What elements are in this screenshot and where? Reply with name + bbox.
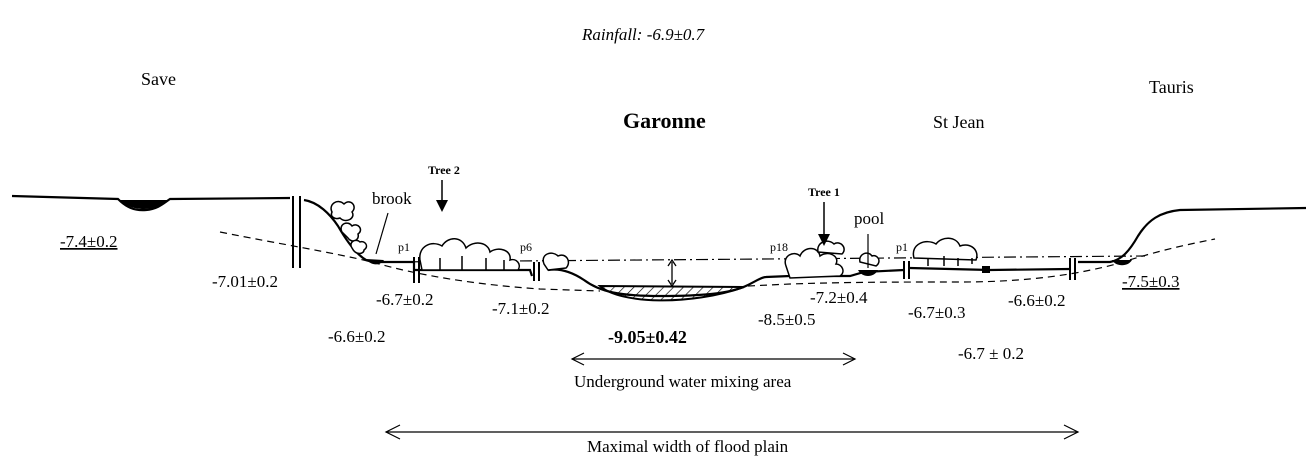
ground-surface-line: [11, 194, 1307, 298]
mixing-area-arrow-left-head: [570, 352, 585, 366]
piezometer-p6: p6: [520, 240, 532, 254]
depth-indicator-head-down: [667, 279, 677, 288]
save-channel: [120, 200, 168, 209]
brook-channel: [366, 259, 384, 265]
value-left-slope: -7.01±0.2: [212, 272, 278, 291]
save-river-label: Save: [141, 69, 176, 89]
mixing-area-label: Underground water mixing area: [574, 372, 792, 391]
vegetation-tree1-grove: [784, 240, 880, 279]
value-garonne: -9.05±0.42: [608, 327, 687, 347]
vegetation-left-bank: [330, 200, 368, 255]
value-left-p6: -7.1±0.2: [492, 299, 550, 318]
brook-label: brook: [372, 189, 412, 208]
value-right-mid: -6.6±0.2: [1008, 291, 1066, 310]
value-pool: -7.2±0.4: [810, 288, 868, 307]
sampling-dividers: [292, 196, 1076, 283]
water-table-dashed-line: [219, 231, 1216, 292]
tree1-arrow-head: [818, 234, 830, 246]
garonne-river-label: Garonne: [623, 108, 706, 133]
st-jean-channel: [982, 266, 990, 273]
piezometer-p18: p18: [770, 240, 788, 254]
tree2-label: Tree 2: [428, 163, 460, 177]
tree2-arrow-head: [436, 200, 448, 212]
value-left-p1: -6.7±0.2: [376, 290, 434, 309]
brook-pointer: [375, 212, 389, 255]
value-save: -7.4±0.2: [60, 232, 118, 251]
value-left-lower: -6.6±0.2: [328, 327, 386, 346]
value-right-lower: -6.7 ± 0.2: [958, 344, 1024, 363]
vegetation-st-jean-grove: [912, 237, 978, 266]
piezometer-p1-left: p1: [398, 240, 410, 254]
rainfall-label: Rainfall: -6.9±0.7: [581, 25, 706, 44]
value-right-p1: -6.7±0.3: [908, 303, 966, 322]
flood-plain-arrow-left-head: [384, 424, 401, 440]
tauris-river-label: Tauris: [1149, 77, 1194, 97]
mixing-area-arrow-right-head: [842, 352, 857, 366]
piezometer-p1-right: p1: [896, 240, 908, 254]
pool-label: pool: [854, 209, 885, 228]
value-right-bank: -8.5±0.5: [758, 310, 816, 329]
tree1-label: Tree 1: [808, 185, 840, 199]
garonne-channel: [597, 284, 745, 302]
flood-plain-label: Maximal width of flood plain: [587, 437, 789, 456]
value-tauris: -7.5±0.3: [1122, 272, 1180, 291]
flood-plain-arrow-right-head: [1063, 424, 1080, 440]
vegetation-tree2-grove: [419, 238, 570, 271]
st-jean-label: St Jean: [933, 112, 985, 132]
pool-channel: [858, 270, 878, 276]
depth-indicator-head-up: [667, 258, 677, 267]
